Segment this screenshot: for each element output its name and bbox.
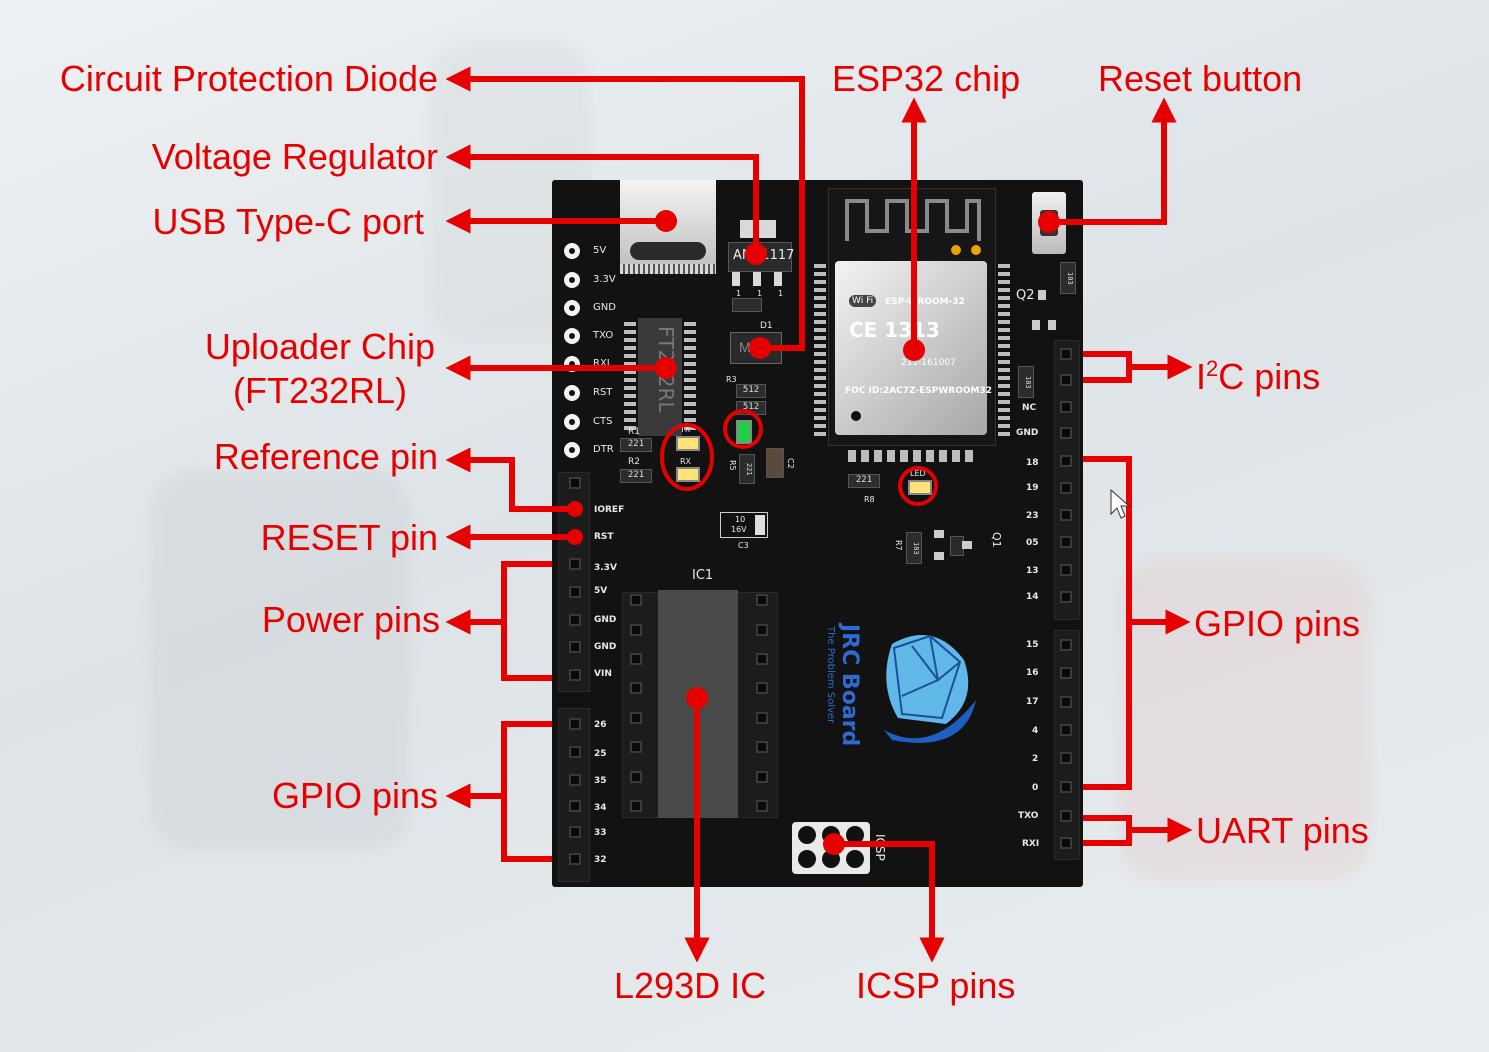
header-pin — [1061, 697, 1071, 707]
header-pin — [1061, 510, 1071, 520]
leader-voltage-regulator — [458, 157, 756, 254]
header-pin — [1061, 592, 1071, 602]
leader-icsp-pins — [834, 844, 932, 950]
header-pin — [757, 742, 767, 752]
dot-rst — [567, 529, 583, 545]
header-pin — [1061, 725, 1071, 735]
dot-reset-button — [1038, 211, 1060, 233]
header-pin — [570, 719, 580, 729]
header-pin — [570, 747, 580, 757]
header-pin — [1061, 811, 1071, 821]
header-pin — [631, 683, 641, 693]
dot-regulator — [745, 243, 767, 265]
header-pin — [1061, 456, 1071, 466]
header-pin — [631, 713, 641, 723]
highlight-status-led — [900, 468, 936, 504]
header-pin — [757, 625, 767, 635]
bracket-i2c-pins — [1083, 354, 1129, 380]
header-pin — [631, 772, 641, 782]
header-pin — [1061, 668, 1071, 678]
dot-uploader — [655, 357, 677, 379]
header-pin — [1061, 565, 1071, 575]
dot-esp32 — [903, 339, 925, 361]
header-pin — [570, 478, 580, 488]
header-pin — [757, 683, 767, 693]
highlight-power-led — [725, 411, 761, 447]
header-pin — [570, 559, 580, 569]
leader-reference-pin — [458, 460, 575, 509]
header-pin — [631, 654, 641, 664]
header-pin — [757, 713, 767, 723]
header-pin — [1061, 375, 1071, 385]
dot-l293d — [686, 687, 708, 709]
header-pin — [1061, 349, 1071, 359]
bracket-power-pins — [504, 564, 552, 678]
header-pin — [1061, 402, 1071, 412]
header-pin — [1061, 640, 1071, 650]
bracket-uart-pins — [1083, 818, 1129, 843]
header-pin — [570, 642, 580, 652]
dot-icsp — [823, 833, 845, 855]
header-pin — [570, 854, 580, 864]
header-pin — [570, 775, 580, 785]
bracket-gpio-pins-left — [504, 724, 552, 859]
leader-circuit-protection-diode — [458, 79, 802, 348]
dot-ioref — [567, 501, 583, 517]
header-pin — [1061, 838, 1071, 848]
header-pin — [631, 625, 641, 635]
leader-reset-button — [1049, 110, 1164, 222]
header-pin — [1061, 537, 1071, 547]
dot-diode — [749, 337, 771, 359]
header-pins — [570, 349, 1071, 864]
header-pin — [570, 670, 580, 680]
header-pin — [570, 587, 580, 597]
header-pin — [570, 827, 580, 837]
header-pin — [1061, 483, 1071, 493]
header-pin — [570, 801, 580, 811]
header-pin — [757, 801, 767, 811]
header-pin — [631, 801, 641, 811]
header-pin — [757, 595, 767, 605]
dot-usb — [655, 210, 677, 232]
header-pin — [1061, 782, 1071, 792]
header-pin — [631, 595, 641, 605]
header-pin — [631, 742, 641, 752]
header-pin — [1061, 753, 1071, 763]
header-pin — [1061, 428, 1071, 438]
header-pin — [570, 615, 580, 625]
header-pin — [757, 654, 767, 664]
highlight-tx-rx-leds — [662, 425, 712, 489]
header-pin — [757, 772, 767, 782]
